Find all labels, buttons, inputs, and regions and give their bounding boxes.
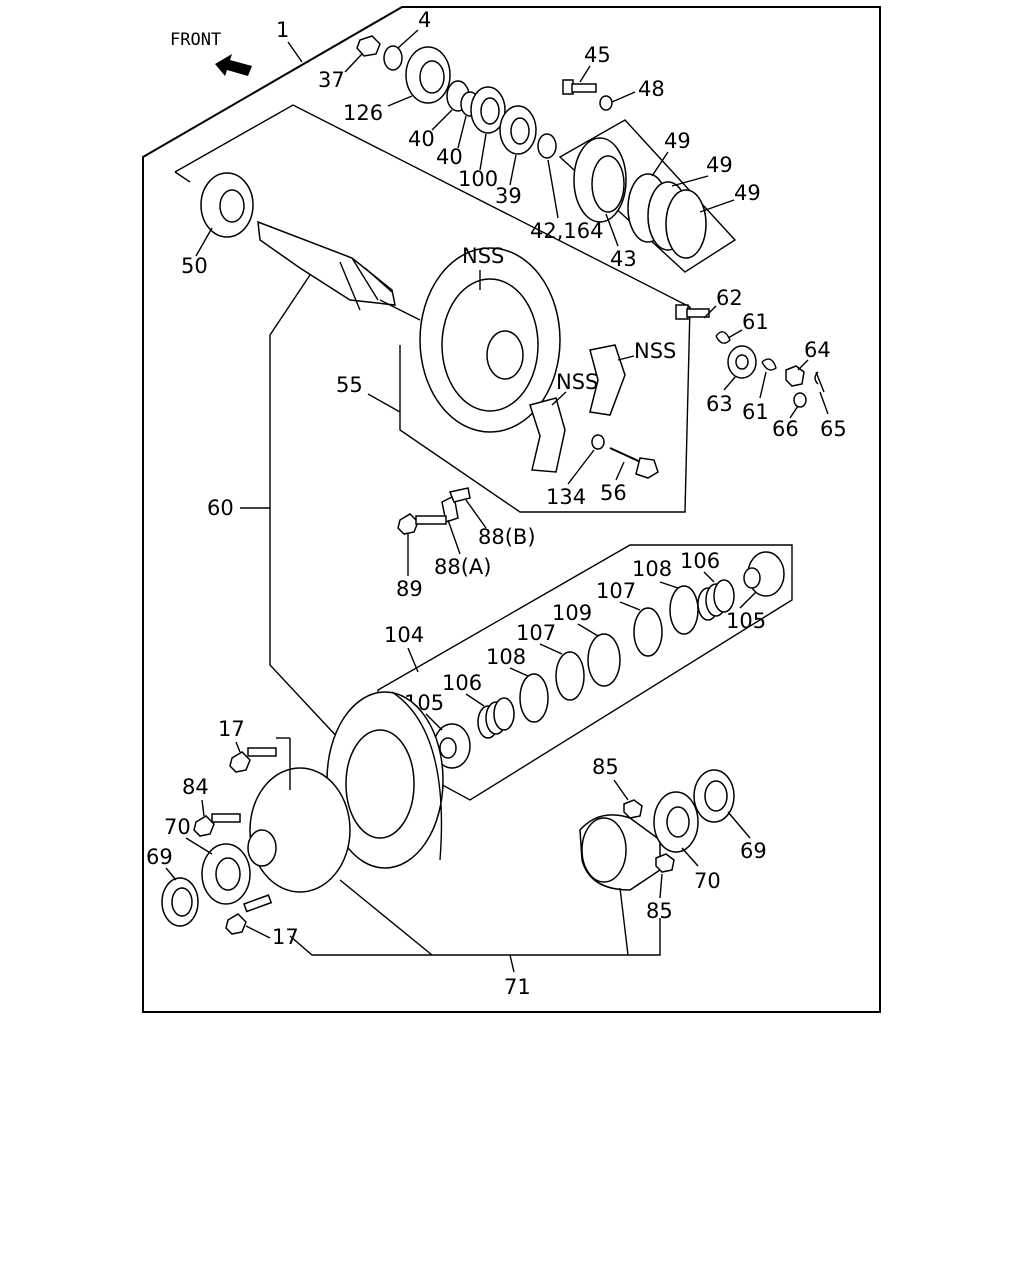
spring-106b bbox=[697, 579, 735, 621]
front-label: FRONT bbox=[170, 30, 221, 50]
label-45: 45 bbox=[584, 43, 611, 67]
nut-85b bbox=[655, 853, 675, 873]
bolt-17b bbox=[225, 894, 273, 935]
label-61b: 61 bbox=[742, 400, 769, 424]
label-49a: 49 bbox=[664, 129, 691, 153]
diff-case-left bbox=[249, 767, 351, 893]
bolt-45 bbox=[562, 79, 597, 95]
label-134: 134 bbox=[546, 485, 586, 509]
washer-48 bbox=[599, 95, 613, 111]
label-4: 4 bbox=[418, 8, 431, 32]
label-60: 60 bbox=[207, 496, 234, 520]
plate-109 bbox=[587, 633, 621, 687]
label-17b: 17 bbox=[272, 925, 299, 949]
label-49c: 49 bbox=[734, 181, 761, 205]
ring-108a bbox=[519, 673, 549, 723]
assembly-boundary-1 bbox=[142, 6, 881, 1013]
pin-65 bbox=[814, 371, 825, 393]
label-63: 63 bbox=[706, 392, 733, 416]
label-49b: 49 bbox=[706, 153, 733, 177]
label-105b: 105 bbox=[726, 609, 766, 633]
washer-4 bbox=[383, 45, 403, 71]
spacer-42 bbox=[537, 133, 557, 159]
label-48: 48 bbox=[638, 77, 665, 101]
lock-plate-88b bbox=[448, 487, 471, 503]
label-107a: 107 bbox=[516, 621, 556, 645]
label-50: 50 bbox=[181, 254, 208, 278]
bolt-56 bbox=[609, 447, 659, 479]
label-61a: 61 bbox=[742, 310, 769, 334]
washer-66 bbox=[793, 392, 807, 408]
label-nss-1: NSS bbox=[462, 244, 504, 268]
label-84: 84 bbox=[182, 775, 209, 799]
label-40b: 40 bbox=[436, 145, 463, 169]
label-40a: 40 bbox=[408, 127, 435, 151]
label-1: 1 bbox=[276, 18, 289, 42]
label-42-164: 42,164 bbox=[530, 219, 603, 243]
lock-61b bbox=[761, 358, 777, 371]
label-100: 100 bbox=[458, 167, 498, 191]
label-69b: 69 bbox=[740, 839, 767, 863]
label-43: 43 bbox=[610, 247, 637, 271]
nut-37 bbox=[356, 35, 381, 57]
bracket-71 bbox=[289, 918, 661, 956]
label-39: 39 bbox=[495, 184, 522, 208]
nut-85a bbox=[623, 799, 643, 819]
bolt-89 bbox=[397, 513, 447, 535]
label-108b: 108 bbox=[632, 557, 672, 581]
shim-49c bbox=[665, 189, 707, 259]
bearing-cap-lower bbox=[529, 397, 566, 473]
label-64: 64 bbox=[804, 338, 831, 362]
label-62: 62 bbox=[716, 286, 743, 310]
label-70a: 70 bbox=[164, 815, 191, 839]
label-85a: 85 bbox=[592, 755, 619, 779]
label-107b: 107 bbox=[596, 579, 636, 603]
label-106b: 106 bbox=[680, 549, 720, 573]
bolt-62 bbox=[675, 304, 710, 320]
label-106a: 106 bbox=[442, 671, 482, 695]
clutch-107b bbox=[633, 607, 663, 657]
front-arrow-icon bbox=[215, 54, 252, 76]
clutch-107a bbox=[555, 651, 585, 701]
group-boundary-60 bbox=[174, 104, 691, 513]
label-88a: 88(A) bbox=[434, 555, 491, 579]
label-56: 56 bbox=[600, 481, 627, 505]
bolt-17a bbox=[229, 747, 277, 773]
label-104: 104 bbox=[384, 623, 424, 647]
drive-pinion bbox=[257, 220, 396, 306]
spring-106a bbox=[477, 697, 515, 739]
label-55: 55 bbox=[336, 373, 363, 397]
label-88b: 88(B) bbox=[478, 525, 536, 549]
label-65: 65 bbox=[820, 417, 847, 441]
washer-134 bbox=[591, 434, 605, 450]
label-89: 89 bbox=[396, 577, 423, 601]
label-69a: 69 bbox=[146, 845, 173, 869]
label-126: 126 bbox=[343, 101, 383, 125]
nut-64 bbox=[785, 365, 805, 387]
label-17a: 17 bbox=[218, 717, 245, 741]
lock-61a bbox=[715, 331, 731, 344]
bearing-cap-upper bbox=[589, 344, 626, 416]
label-109: 109 bbox=[552, 601, 592, 625]
label-nss-2: NSS bbox=[634, 339, 676, 363]
bracket-60 bbox=[269, 274, 341, 741]
label-37: 37 bbox=[318, 68, 345, 92]
label-nss-3: NSS bbox=[556, 370, 598, 394]
bolt-84 bbox=[193, 813, 241, 837]
label-71: 71 bbox=[504, 975, 531, 999]
label-70b: 70 bbox=[694, 869, 721, 893]
ring-108b bbox=[669, 585, 699, 635]
label-108a: 108 bbox=[486, 645, 526, 669]
label-66: 66 bbox=[772, 417, 799, 441]
